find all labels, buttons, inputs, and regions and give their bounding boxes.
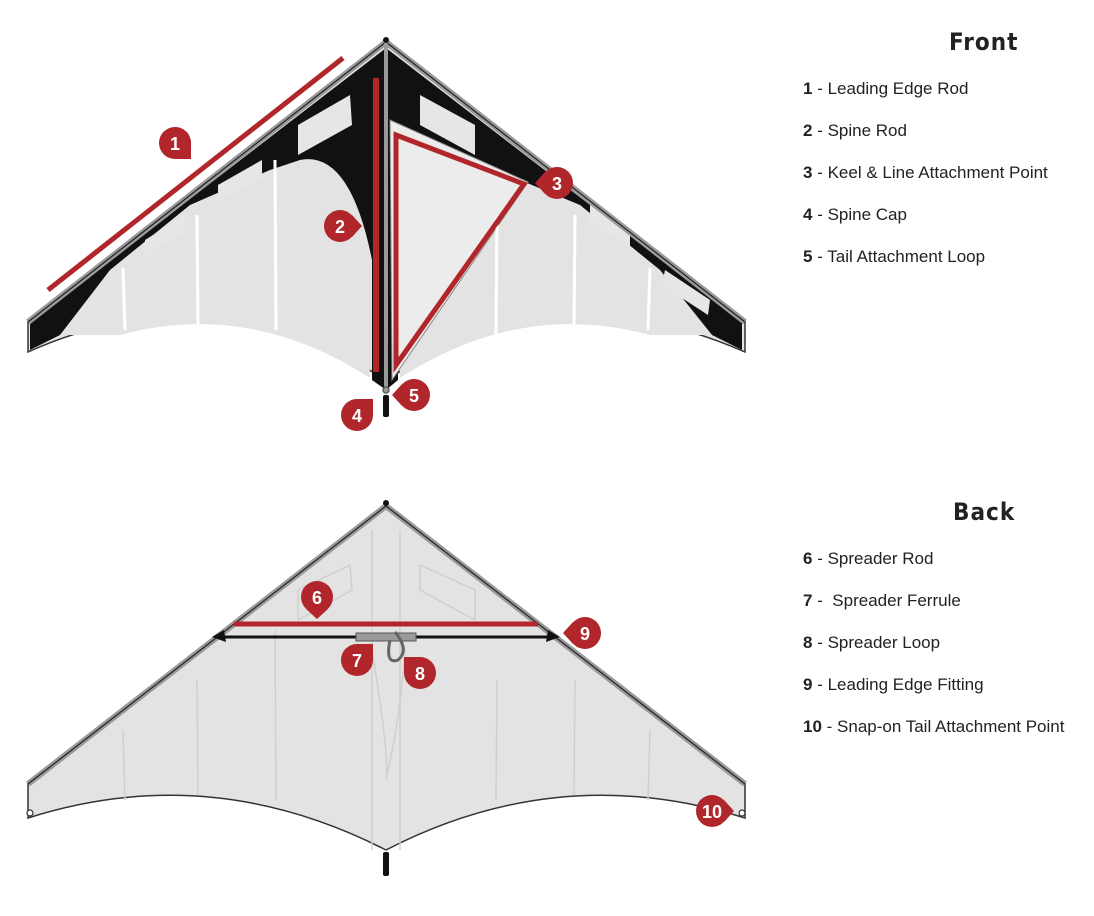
legend-num: 8 (803, 633, 813, 652)
tail-loop-front (382, 386, 390, 394)
leading-edge-rod-highlight (46, 56, 345, 292)
legend-item: 10 - Snap-on Tail Attachment Point (803, 716, 1064, 758)
legend-label: - Leading Edge Rod (812, 79, 969, 98)
legend-item: 4 - Spine Cap (803, 204, 1048, 246)
legend-label: - Leading Edge Fitting (812, 675, 984, 694)
marker-2-label: 2 (335, 217, 345, 237)
spine-cap-front (383, 395, 389, 417)
back-kite (26, 37, 747, 876)
marker-8: 8 (404, 657, 436, 689)
keel-highlight (393, 131, 528, 373)
legend-item: 3 - Keel & Line Attachment Point (803, 162, 1048, 204)
front-legend: 1 - Leading Edge Rod 2 - Spine Rod 3 - K… (803, 78, 1048, 288)
legend-item: 9 - Leading Edge Fitting (803, 674, 1064, 716)
legend-label: - Spreader Rod (812, 549, 934, 568)
legend-item: 8 - Spreader Loop (803, 632, 1064, 674)
back-title: Back (953, 498, 1016, 526)
marker-2: 2 (324, 210, 362, 242)
legend-item: 2 - Spine Rod (803, 120, 1048, 162)
marker-4-label: 4 (352, 406, 362, 426)
front-kite (26, 39, 747, 417)
legend-num: 4 (803, 205, 813, 224)
spine-cap-back (383, 852, 389, 876)
back-sail-shadows (122, 530, 651, 850)
legend-item: 7 - Spreader Ferrule (803, 590, 1064, 632)
legend-num: 5 (803, 247, 813, 266)
legend-num: 10 (803, 717, 822, 736)
marker-6: 6 (301, 581, 333, 619)
legend-num: 9 (803, 675, 813, 694)
marker-6-label: 6 (312, 588, 322, 608)
legend-label: - Spreader Loop (812, 633, 941, 652)
front-windows (145, 95, 710, 315)
legend-item: 1 - Leading Edge Rod (803, 78, 1048, 120)
legend-label: - Tail Attachment Loop (812, 247, 986, 266)
marker-3-label: 3 (552, 174, 562, 194)
legend-num: 3 (803, 163, 813, 182)
back-legend: 6 - Spreader Rod 7 - Spreader Ferrule 8 … (803, 548, 1064, 758)
marker-4: 4 (341, 399, 373, 431)
front-battens (121, 159, 652, 336)
marker-5: 5 (392, 379, 430, 411)
legend-label: - Snap-on Tail Attachment Point (821, 717, 1065, 736)
marker-1-label: 1 (170, 134, 180, 154)
back-sail (27, 505, 746, 851)
marker-8-label: 8 (415, 664, 425, 684)
legend-label: - Spine Cap (812, 205, 907, 224)
legend-label: - Spreader Ferrule (812, 591, 961, 610)
spreader-ferrule (355, 632, 417, 642)
front-title: Front (949, 28, 1019, 56)
spreader-loop (387, 631, 405, 663)
front-keel (389, 119, 529, 382)
marker-7: 7 (341, 644, 373, 676)
snap-on-tail-point (738, 809, 746, 817)
legend-label: - Spine Rod (812, 121, 907, 140)
marker-9: 9 (563, 617, 601, 649)
marker-3: 3 (535, 167, 573, 199)
legend-num: 2 (803, 121, 813, 140)
leading-edge-fitting-left (212, 630, 226, 642)
marker-5-label: 5 (409, 386, 419, 406)
legend-item: 6 - Spreader Rod (803, 548, 1064, 590)
marker-9-label: 9 (580, 624, 590, 644)
leading-edge-fitting-right (546, 630, 560, 642)
marker-10-label: 10 (702, 802, 722, 822)
legend-num: 1 (803, 79, 813, 98)
legend-label: - Keel & Line Attachment Point (812, 163, 1048, 182)
marker-7-label: 7 (352, 651, 362, 671)
legend-num: 6 (803, 549, 813, 568)
legend-item: 5 - Tail Attachment Loop (803, 246, 1048, 288)
marker-10: 10 (696, 795, 734, 827)
front-frame-left (30, 48, 386, 390)
front-sail-inner-left (60, 165, 370, 378)
marker-1: 1 (159, 127, 191, 159)
legend-num: 7 (803, 591, 813, 610)
